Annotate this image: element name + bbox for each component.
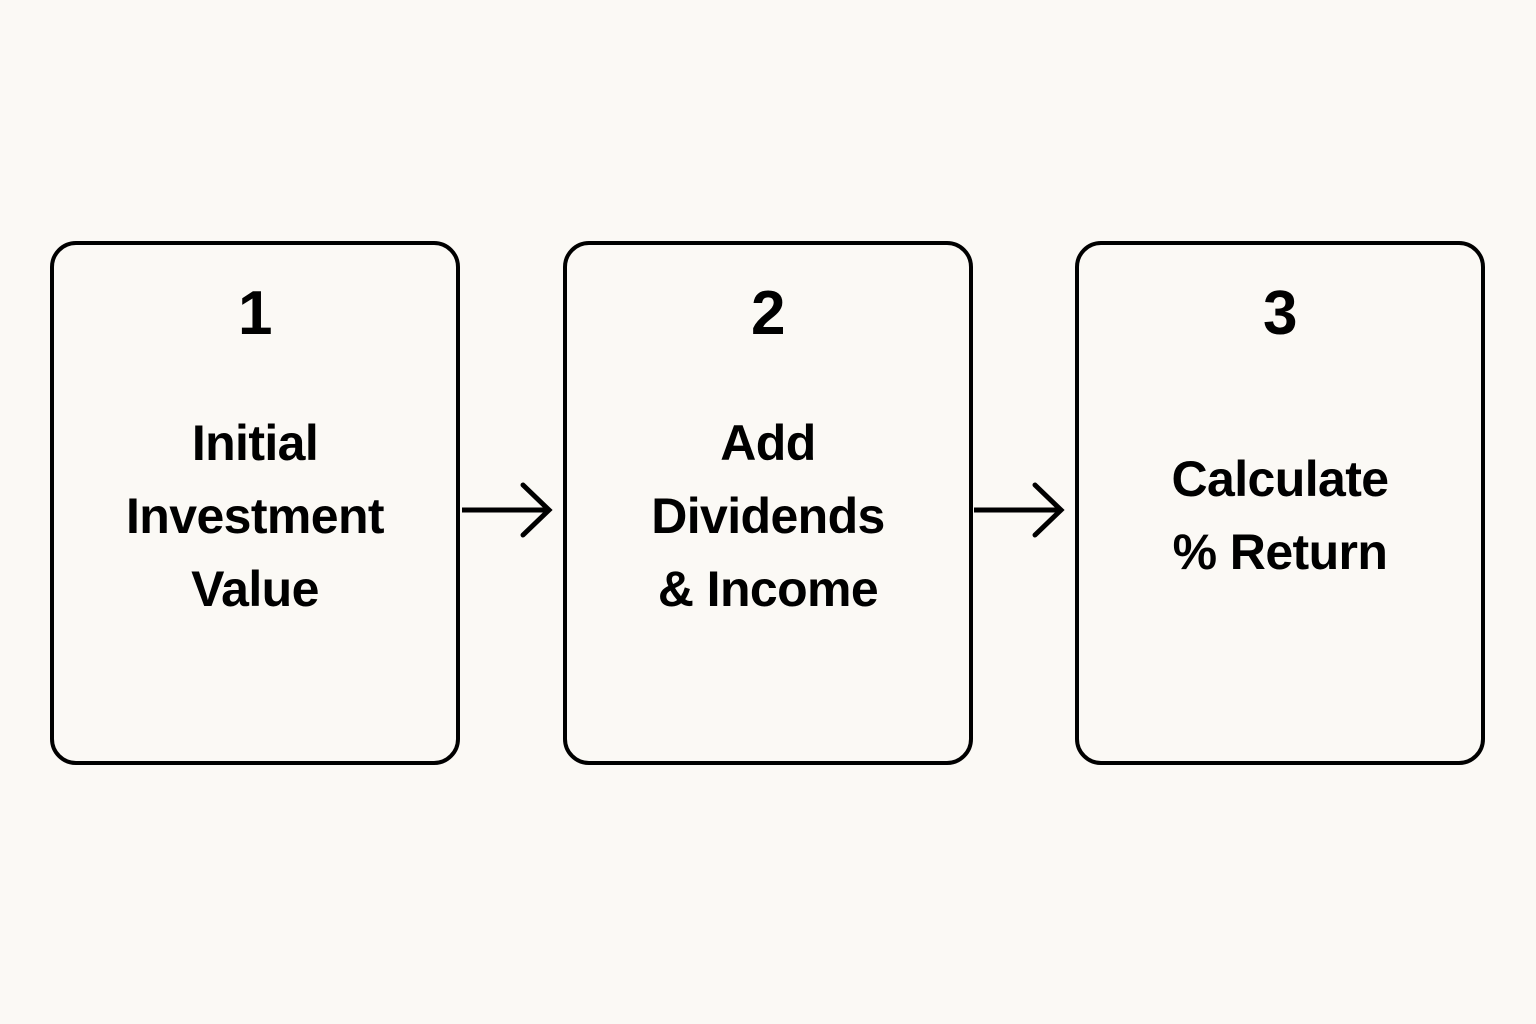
arrow-right-icon-2 <box>972 479 1075 541</box>
step-number-2: 2 <box>751 279 785 348</box>
step-label-wrap-2: Add Dividends & Income <box>567 401 969 631</box>
step-box-2[interactable]: 2 Add Dividends & Income <box>563 241 973 765</box>
step-box-1[interactable]: 1 Initial Investment Value <box>50 241 460 765</box>
step-label-1: Initial Investment Value <box>126 414 385 617</box>
step-label-2: Add Dividends & Income <box>651 414 885 617</box>
step-number-3: 3 <box>1263 279 1297 348</box>
step-box-3[interactable]: 3 Calculate % Return <box>1075 241 1485 765</box>
step-label-3: Calculate % Return <box>1171 451 1390 580</box>
step-label-wrap-1: Initial Investment Value <box>54 401 456 631</box>
step-number-1: 1 <box>238 279 272 348</box>
flowchart-row: 1 Initial Investment Value 2 Add Dividen… <box>0 241 1536 765</box>
step-label-wrap-3: Calculate % Return <box>1079 401 1481 631</box>
arrow-right-icon-1 <box>460 479 563 541</box>
